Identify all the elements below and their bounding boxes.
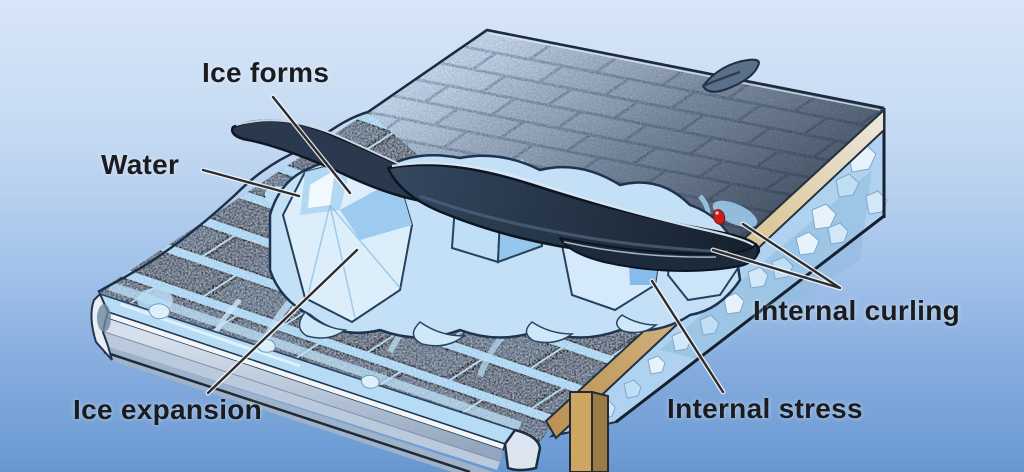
wood-post [569,390,609,472]
label-water: Water [101,149,180,180]
leader-line-ice-expansion [205,247,360,396]
leader-line-ice-forms [270,94,353,196]
leader-line-internal-stress [649,278,726,395]
leader-lines [200,94,843,396]
leader-line-internal-curling [710,221,843,291]
gutter-end-cap [503,428,542,472]
red-marker-dot [712,209,726,225]
label-ice-forms: Ice forms [202,57,330,88]
gutter [90,292,542,472]
curled-underlayment [231,119,761,272]
leader-line-water [200,167,302,199]
label-ice-expansion: Ice expansion [73,394,263,425]
lifted-shingle-flap-front [559,237,760,272]
label-internal-stress: Internal stress [667,393,863,424]
label-internal-curling: Internal curling [753,295,961,326]
